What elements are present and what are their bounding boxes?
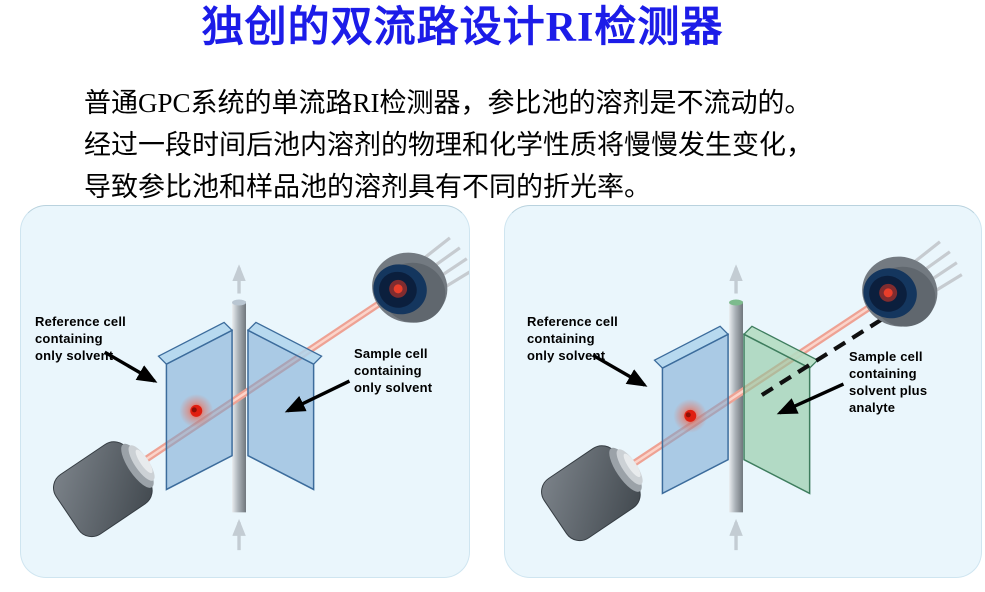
light-source (53, 441, 155, 538)
beam-focus-glow (673, 398, 708, 433)
diagram-panel-analyte: Reference cell containing only solvent S… (504, 205, 982, 578)
label-line: Reference cell (35, 314, 126, 329)
light-source (541, 445, 643, 542)
flow-cell (653, 325, 819, 495)
label-line: only solvent (527, 348, 606, 363)
sample-cell-label: Sample cell containing solvent plus anal… (849, 348, 927, 416)
reference-cell-label: Reference cell containing only solvent (527, 313, 618, 364)
flow-tube-cap (232, 299, 246, 306)
sample-label-arrow-icon (284, 379, 351, 413)
photodetector (862, 256, 938, 327)
flow-cell (157, 321, 323, 491)
diagram-panels: Reference cell containing only solvent S… (20, 205, 982, 578)
page-title: 独创的双流路设计RI检测器 (201, 5, 724, 51)
flow-tube-body (232, 301, 246, 513)
photodetector (372, 252, 448, 323)
beam-focus-glow (179, 393, 214, 428)
flow-tube (232, 264, 246, 551)
ri-detector-diagram (541, 240, 963, 551)
label-line: Sample cell (354, 346, 428, 361)
label-line: containing (527, 331, 595, 346)
reference-label-arrow-icon (591, 353, 648, 387)
reference-cell-label: Reference cell containing only solvent (35, 313, 126, 364)
reference-label-arrow-icon (103, 350, 158, 383)
body-line: 普通GPC系统的单流路RI检测器，参比池的溶剂是不流动的。 (84, 88, 812, 118)
flow-tube-body (729, 301, 743, 513)
flow-tube-cap-green (729, 299, 743, 306)
label-line: only solvent (35, 348, 114, 363)
flow-tube (729, 264, 743, 551)
label-line: Sample cell (849, 349, 923, 364)
label-line: analyte (849, 400, 896, 415)
ri-detector-diagram (53, 236, 469, 551)
diagram-panel-balanced: Reference cell containing only solvent S… (20, 205, 470, 578)
label-line: containing (354, 363, 422, 378)
label-line: containing (849, 366, 917, 381)
body-line: 经过一段时间后池内溶剂的物理和化学性质将慢慢发生变化， (84, 130, 813, 160)
label-line: only solvent (354, 380, 433, 395)
label-line: solvent plus (849, 383, 928, 398)
body-line: 导致参比池和样品池的溶剂具有不同的折光率。 (84, 172, 651, 202)
sample-cell-label: Sample cell containing only solvent (354, 345, 432, 396)
sample-prism (247, 329, 315, 491)
label-line: containing (35, 331, 103, 346)
label-line: Reference cell (527, 314, 618, 329)
deflected-beam-dashed (760, 306, 901, 397)
body-paragraph: 普通GPC系统的单流路RI检测器，参比池的溶剂是不流动的。 经过一段时间后池内溶… (84, 82, 955, 208)
sample-label-arrow-icon (776, 382, 845, 415)
